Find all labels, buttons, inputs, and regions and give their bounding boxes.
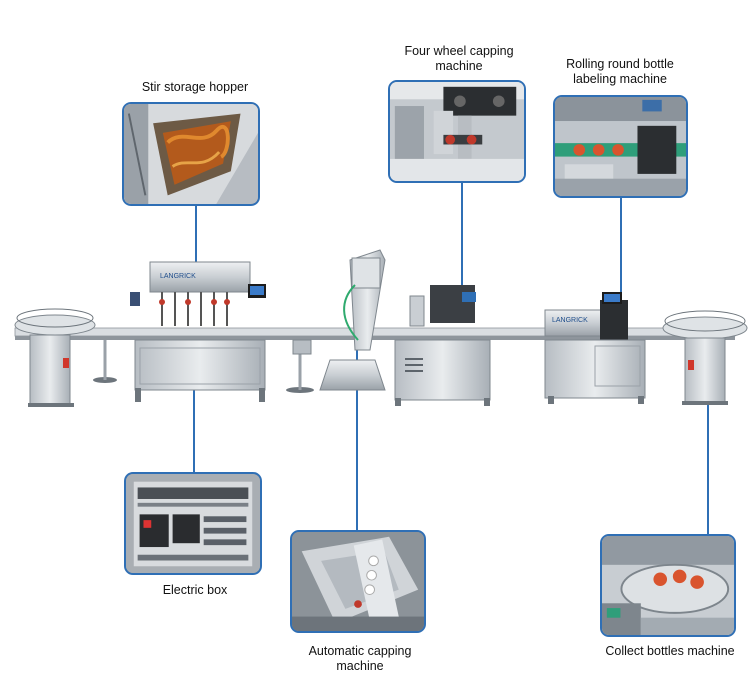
filling-machine: LANGRICK	[130, 261, 266, 402]
stir-hopper-illustration	[124, 104, 258, 204]
electric-box-label: Electric box	[162, 583, 228, 597]
four-wheel-capping-connector	[461, 182, 463, 292]
labeling-illustration	[555, 97, 686, 196]
four-wheel-capping-illustration	[390, 82, 524, 181]
collect-bottles-connector	[707, 405, 709, 535]
filler-brand-text: LANGRICK	[160, 273, 196, 280]
labeler-brand-text: LANGRICK	[552, 317, 588, 324]
collect-turntable	[662, 310, 748, 405]
collect-bottles-illustration	[602, 536, 734, 635]
electric-box-connector	[193, 384, 195, 472]
labeling-machine: LANGRICK	[544, 292, 646, 404]
cap-elevator	[319, 249, 386, 391]
production-line-illustration: LANGRICK	[14, 249, 748, 407]
labeling-machine-label: Rolling round bottle labeling machine	[545, 57, 695, 87]
labeling-photo	[553, 95, 688, 198]
stir-hopper-label: Stir storage hopper	[141, 80, 249, 94]
labeling-machine-label-line1: Rolling round bottle	[566, 57, 674, 71]
auto-capping-connector	[356, 345, 358, 530]
electric-box-photo	[124, 472, 262, 575]
collect-bottles-label: Collect bottles machine	[605, 644, 735, 658]
capping-machine	[394, 285, 491, 406]
labeling-connector	[620, 197, 622, 297]
auto-capping-illustration	[292, 532, 424, 631]
auto-capping-label-line1: Automatic capping	[308, 644, 412, 658]
collect-bottles-photo	[600, 534, 736, 637]
labeling-machine-label-line2: labeling machine	[573, 72, 667, 86]
four-wheel-capping-label-line2: machine	[435, 59, 483, 73]
auto-capping-label-line2: machine	[336, 659, 384, 673]
stool-middle	[286, 339, 314, 393]
stool-left	[93, 340, 117, 383]
four-wheel-capping-label: Four wheel capping machine	[384, 44, 534, 74]
auto-capping-label: Automatic capping machine	[285, 644, 435, 674]
unscrambler-turntable	[14, 308, 96, 407]
stir-hopper-connector	[195, 204, 197, 266]
four-wheel-capping-label-line1: Four wheel capping	[404, 44, 514, 58]
four-wheel-capping-photo	[388, 80, 526, 183]
electric-box-illustration	[126, 474, 260, 573]
stir-hopper-photo	[122, 102, 260, 206]
auto-capping-photo	[290, 530, 426, 633]
